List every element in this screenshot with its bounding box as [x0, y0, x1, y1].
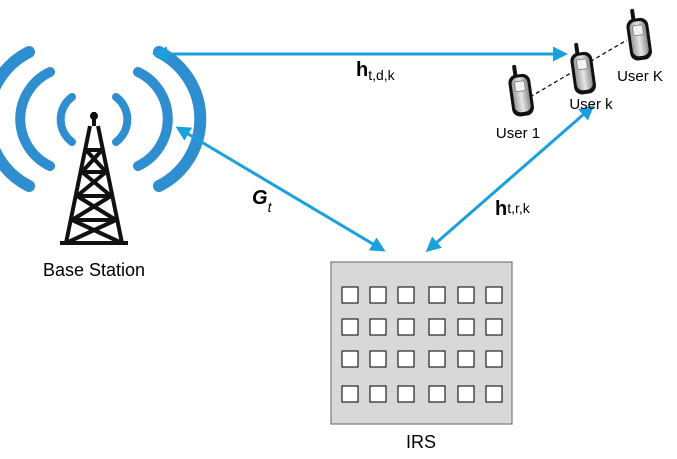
irs-element [341, 318, 359, 336]
irs-user-link-label: ht,r,k [495, 198, 531, 220]
tower-icon [60, 112, 128, 245]
irs-element [397, 286, 415, 304]
phone-icon-user-k [570, 42, 596, 95]
irs-element [369, 350, 387, 368]
irs-element-grid [341, 286, 503, 403]
irs-user-link-subscript: t,r,k [507, 200, 531, 216]
irs-element [397, 318, 415, 336]
direct-link-label: ht,d,k [356, 59, 396, 83]
irs-element [369, 385, 387, 403]
bs-irs-link-subscript: t [268, 199, 273, 215]
base-station-label: Base Station [43, 260, 145, 280]
irs-element [428, 318, 446, 336]
bs-irs-link-symbol: G [252, 187, 268, 209]
signal-waves-inner [56, 93, 132, 146]
irs-element [397, 385, 415, 403]
irs-element [457, 350, 475, 368]
irs-element [341, 385, 359, 403]
base-station: Base Station [0, 46, 207, 280]
irs-element [457, 286, 475, 304]
irs-element [428, 286, 446, 304]
phone-icon-user-K [626, 8, 652, 61]
user-1-label: User 1 [496, 125, 540, 142]
bs-irs-link-label: Gt [252, 187, 273, 215]
phone-icon-user-1 [508, 64, 534, 117]
irs-element [369, 286, 387, 304]
links [152, 46, 595, 252]
irs-label: IRS [406, 432, 436, 452]
irs-element [485, 385, 503, 403]
irs-element [428, 350, 446, 368]
irs: IRS [330, 261, 513, 452]
irs-element [428, 385, 446, 403]
bs-irs-link-arrow [175, 126, 386, 252]
user-K-label: User K [617, 68, 663, 85]
irs-user-link-symbol: h [495, 198, 507, 220]
irs-element [485, 286, 503, 304]
irs-user-link-arrow [425, 105, 595, 252]
irs-element [341, 286, 359, 304]
irs-element [341, 350, 359, 368]
signal-waves-mid [15, 67, 173, 171]
user-k-label: User k [569, 96, 613, 113]
direct-link-subscript: t,d,k [368, 67, 395, 83]
irs-element [457, 318, 475, 336]
direct-link-symbol: h [356, 59, 368, 81]
irs-element [369, 318, 387, 336]
irs-element [485, 318, 503, 336]
users: User 1 User k User K [496, 8, 663, 142]
irs-element [485, 350, 503, 368]
irs-panel [330, 261, 513, 425]
irs-element [397, 350, 415, 368]
irs-element [457, 385, 475, 403]
